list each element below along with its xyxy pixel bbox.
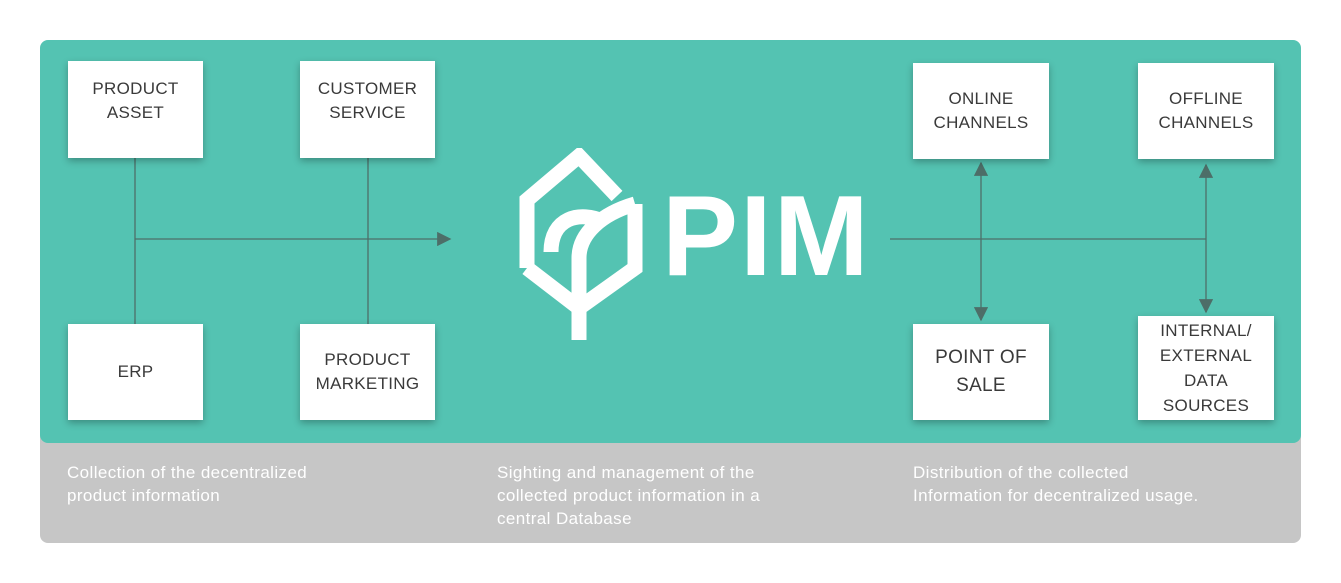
node-online-channels: ONLINE CHANNELS [913, 63, 1049, 159]
node-offline-channels: OFFLINE CHANNELS [1138, 63, 1274, 159]
node-label: OFFLINE CHANNELS [1158, 89, 1254, 132]
node-label: PRODUCT ASSET [92, 78, 179, 122]
node-product-asset: PRODUCT ASSET [68, 61, 203, 158]
node-point-of-sale: POINT OF SALE [913, 324, 1049, 420]
diagram-panel [40, 40, 1301, 443]
caption-distribution: Distribution of the collected Informatio… [913, 463, 1199, 505]
node-label: POINT OF SALE [935, 347, 1027, 396]
node-internal-external: INTERNAL/ EXTERNAL DATA SOURCES [1138, 316, 1274, 420]
node-erp: ERP [68, 324, 203, 420]
pim-brand-title: PIM [662, 173, 871, 300]
caption-management: Sighting and management of the collected… [497, 463, 761, 528]
node-product-marketing: PRODUCT MARKETING [300, 324, 435, 420]
caption-collection: Collection of the decentralized product … [67, 463, 308, 505]
node-customer-service: CUSTOMER SERVICE [300, 61, 435, 158]
node-label: ERP [117, 362, 154, 381]
node-label: PRODUCT MARKETING [315, 350, 420, 393]
node-label: CUSTOMER SERVICE [317, 78, 418, 122]
node-label: ONLINE CHANNELS [933, 89, 1029, 132]
node-label: INTERNAL/ EXTERNAL DATA SOURCES [1159, 321, 1253, 415]
pim-house-leaf-icon [519, 148, 643, 340]
